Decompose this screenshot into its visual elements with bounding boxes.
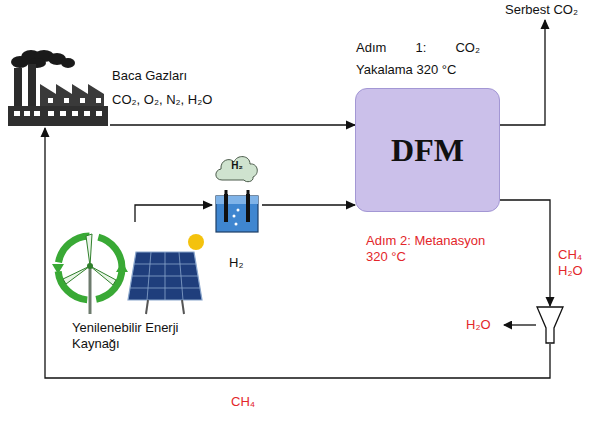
flow-arrow — [110, 124, 355, 125]
node-text: H₂O — [466, 317, 491, 333]
factory-node: Baca GazlarıCO₂, O₂, N₂, H₂O — [4, 48, 110, 128]
separator-icon — [536, 306, 564, 344]
stream-label: H₂ — [229, 255, 243, 271]
node-text: Serbest CO₂ — [505, 2, 578, 18]
flow-arrow — [500, 20, 545, 125]
node-text: H₂ — [212, 160, 262, 172]
flow-arrow — [262, 204, 355, 205]
node-text: Yenilenebilir Enerji Kaynağı — [72, 320, 208, 352]
dfm-box: DFM — [355, 88, 500, 212]
edge-label: Adım 1: CO₂ Yakalama 320 °C — [356, 37, 480, 81]
node-text: DFM — [391, 132, 464, 168]
flow-arrow — [135, 205, 212, 222]
electrolyzer-node: H₂ — [212, 150, 262, 235]
separator-node: H₂O — [536, 306, 564, 344]
flow-arrow — [500, 200, 550, 306]
step-label: Adım 2: Metanasyon 320 °C — [366, 233, 506, 265]
edge-label: CH₄ — [231, 394, 255, 410]
edge-label: CH₄ H₂O — [558, 247, 594, 279]
renewable-source-node: Yenilenebilir Enerji Kaynağı — [48, 222, 208, 354]
node-text: CO₂, O₂, N₂, H₂O — [112, 92, 212, 108]
water-outlet-arrow — [504, 324, 536, 325]
node-text: Baca Gazları — [112, 68, 187, 84]
factory-icon — [4, 48, 110, 128]
renewable-energy-icon — [48, 222, 208, 318]
released-co2-node: Serbest CO₂ — [505, 2, 578, 18]
